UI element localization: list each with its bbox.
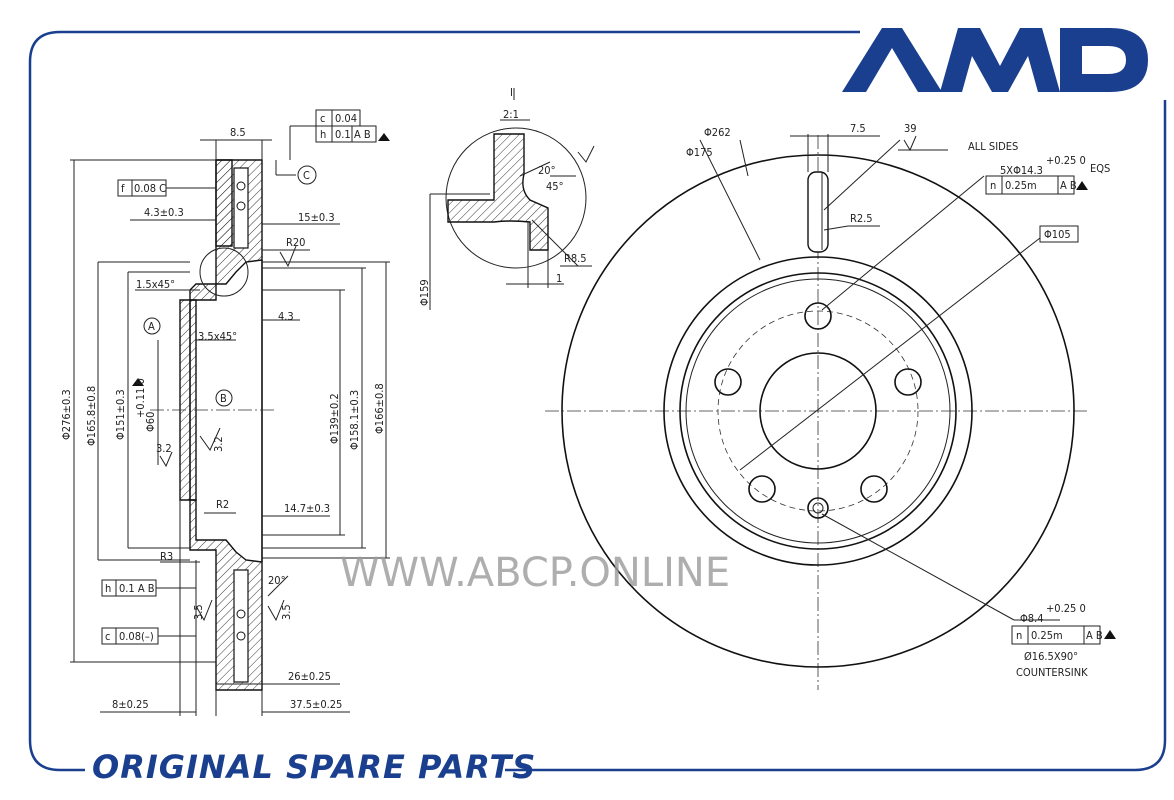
dim-14-7: 14.7±0.3 — [284, 502, 330, 515]
tol-n-val: 0.25m — [1005, 179, 1037, 192]
tagline: ORIGINAL SPARE PARTS — [92, 748, 536, 786]
tol-h-ref: A B — [354, 128, 371, 141]
detail-scale: 2:1 — [503, 108, 519, 121]
detail-label-i: I — [510, 86, 513, 99]
dia-60-tol: +0.11 0 — [134, 378, 147, 418]
detail-r8-5: R8.5 — [564, 252, 587, 265]
all-sides: ALL SIDES — [968, 140, 1018, 153]
tol-f-val: 0.08 C — [134, 182, 166, 195]
tol-n2-ref: A B — [1086, 629, 1103, 642]
dim-8: 8±0.25 — [112, 698, 149, 711]
dia-60: Φ60 — [144, 412, 157, 432]
radius-2-5: R2.5 — [850, 212, 873, 225]
front-labels: Φ262 Φ175 7.5 39 ALL SIDES 5XΦ14.3 +0.25… — [686, 122, 1110, 679]
dim-4-3b: 4.3 — [278, 310, 294, 323]
dia-166: Φ166±0.8 — [373, 383, 386, 434]
tol-c-val: 0.04 — [335, 112, 357, 125]
chamfer-1-5: 1.5x45° — [136, 278, 175, 291]
dia-105: Φ105 — [1044, 228, 1071, 241]
datum-c: C — [303, 169, 310, 182]
dia-276: Φ276±0.3 — [60, 389, 73, 440]
tol-c2-val: 0.08(–) — [119, 630, 154, 643]
detail-labels: I 2:1 20° 45° R8.5 1 Φ159 — [418, 86, 587, 306]
dim-7-5: 7.5 — [850, 122, 866, 135]
detail-angle-20: 20° — [538, 164, 556, 177]
tol-n2-val: 0.25m — [1031, 629, 1063, 642]
radius-3: R3 — [160, 550, 173, 563]
rough-39: 39 — [904, 122, 917, 135]
detail-angle-45: 45° — [546, 180, 564, 193]
datum-b: B — [220, 392, 227, 405]
amd-logo — [842, 28, 1148, 92]
detail-dim-1: 1 — [556, 272, 562, 285]
tol-h-val: 0.1 — [335, 128, 351, 141]
angle-20: 20° — [268, 574, 286, 587]
tol-f-sym: f — [121, 182, 125, 195]
chamfer-3-5: 3.5x45° — [198, 330, 237, 343]
dia-151: Φ151±0.3 — [114, 389, 127, 440]
tol-c2-sym: c — [105, 630, 110, 643]
tol-h2-sym: h — [105, 582, 111, 595]
countersink-label: COUNTERSINK — [1016, 666, 1088, 679]
rough-3-2a: 3.2 — [156, 442, 172, 455]
tol-n2-sym: n — [1016, 629, 1022, 642]
section-labels: c 0.04 h 0.1 A B 8.5 C f 0.08 C 4.3±0.3 … — [60, 112, 386, 711]
dim-37-5: 37.5±0.25 — [290, 698, 342, 711]
eqs: EQS — [1090, 162, 1110, 175]
detail-dia-159: Φ159 — [418, 279, 431, 306]
dim-26: 26±0.25 — [288, 670, 331, 683]
detail-view — [429, 88, 595, 310]
dia-8-4: Φ8.4 — [1020, 612, 1044, 625]
section-view — [70, 109, 390, 716]
dim-15: 15±0.3 — [298, 211, 335, 224]
radius-2: R2 — [216, 498, 229, 511]
countersink-dia: Ø16.5X90° — [1024, 650, 1078, 663]
dia-165-8: Φ165.8±0.8 — [85, 386, 98, 446]
dim-4-3: 4.3±0.3 — [144, 206, 184, 219]
tol-n-ref: A B — [1060, 179, 1077, 192]
datum-a: A — [148, 320, 155, 333]
dia-8-4-tol: +0.25 0 — [1046, 602, 1086, 615]
tol-n-sym: n — [990, 179, 996, 192]
dia-262: Φ262 — [704, 126, 731, 139]
dia-175: Φ175 — [686, 146, 713, 159]
page-frame — [28, 30, 1167, 772]
holes-tol: +0.25 0 — [1046, 154, 1086, 167]
radius-20: R20 — [286, 236, 305, 249]
tol-h-sym: h — [320, 128, 326, 141]
watermark: WWW.ABCP.ONLINE — [340, 550, 730, 596]
dim-3-5b: 3.5 — [280, 604, 293, 620]
rough-3-2b: 3.2 — [212, 436, 225, 452]
dim-3-5a: 3.5 — [192, 604, 205, 620]
dia-139: Φ139±0.2 — [328, 393, 341, 444]
front-view — [545, 134, 1116, 690]
dia-158-1: Φ158.1±0.3 — [348, 390, 361, 450]
dim-8-5: 8.5 — [230, 126, 246, 139]
tol-c-sym: c — [320, 112, 325, 125]
tol-h2-val: 0.1 A B — [119, 582, 155, 595]
holes-5x: 5XΦ14.3 — [1000, 164, 1043, 177]
